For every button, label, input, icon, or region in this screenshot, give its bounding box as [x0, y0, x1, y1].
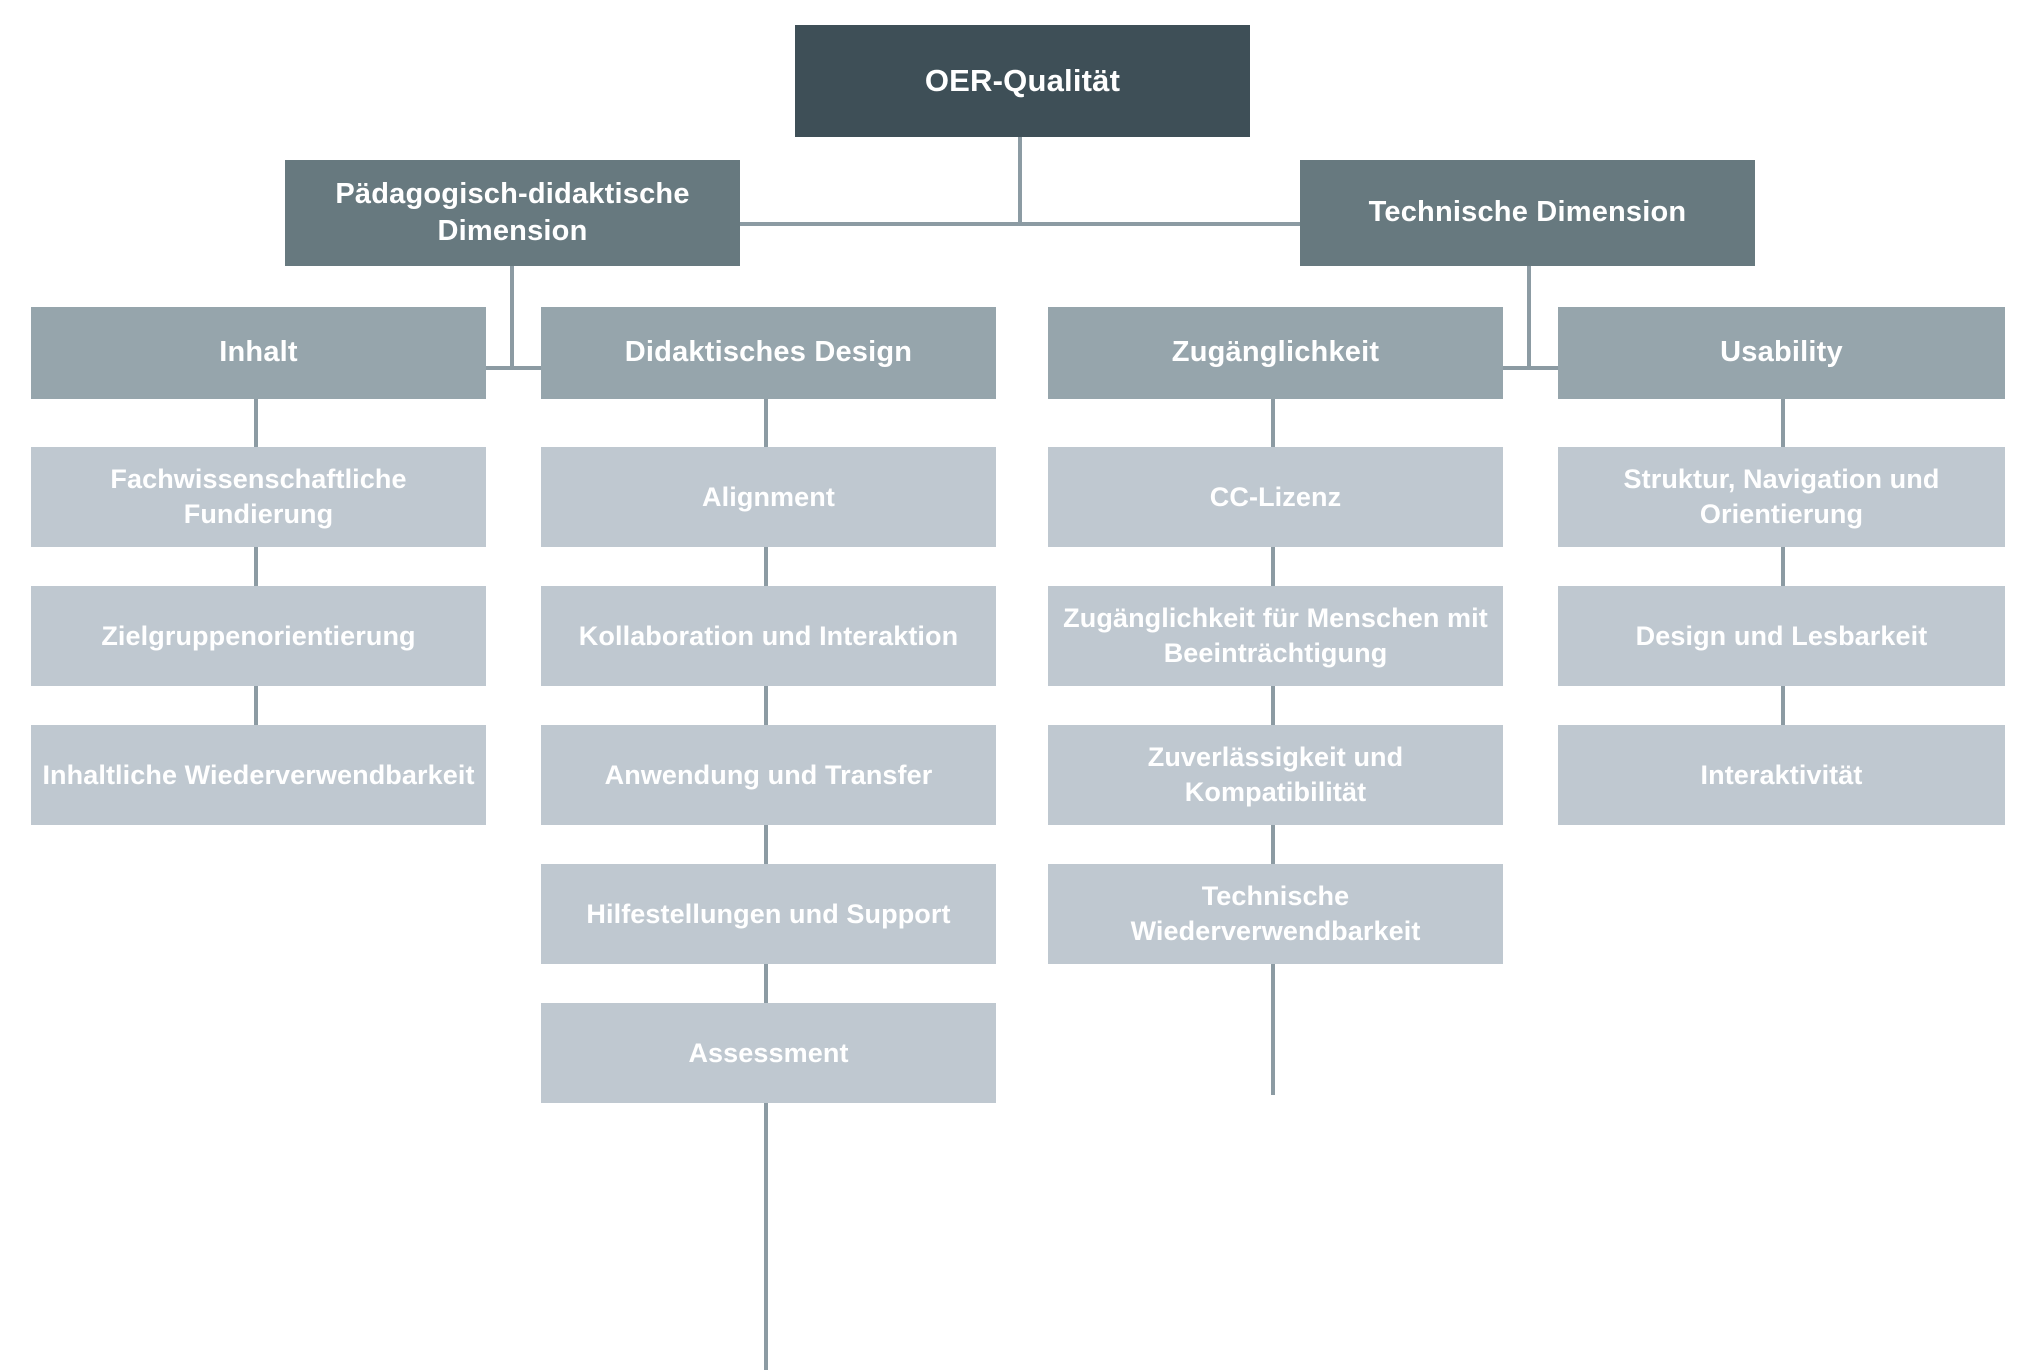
node-criterion-technische-wiederverwendbarkeit[interactable]: Technische Wiederverwendbarkeit: [1048, 864, 1503, 964]
node-criterion-alignment[interactable]: Alignment: [541, 447, 996, 547]
connector-dimension-1-drop: [510, 266, 514, 370]
node-criterion-interaktivitaet[interactable]: Interaktivität: [1558, 725, 2005, 825]
node-criterion-hilfestellungen-und-support[interactable]: Hilfestellungen und Support: [541, 864, 996, 964]
node-criterion-design-und-lesbarkeit[interactable]: Design und Lesbarkeit: [1558, 586, 2005, 686]
connector-dimension-spine: [736, 222, 1304, 226]
node-criterion-anwendung-und-transfer[interactable]: Anwendung und Transfer: [541, 725, 996, 825]
node-category-zugaenglichkeit[interactable]: Zugänglichkeit: [1048, 307, 1503, 399]
node-category-inhalt[interactable]: Inhalt: [31, 307, 486, 399]
connector-dimension-2-spine: [1272, 366, 1782, 370]
node-criterion-kollaboration-und-interaktion[interactable]: Kollaboration und Interaktion: [541, 586, 996, 686]
node-criterion-zielgruppenorientierung[interactable]: Zielgruppenorientierung: [31, 586, 486, 686]
node-criterion-assessment[interactable]: Assessment: [541, 1003, 996, 1103]
node-criterion-zugaenglichkeit-beeintraechtigung[interactable]: Zugänglichkeit für Menschen mit Beeinträ…: [1048, 586, 1503, 686]
node-criterion-inhaltliche-wiederverwendbarkeit[interactable]: Inhaltliche Wiederverwendbarkeit: [31, 725, 486, 825]
connector-dimension-2-drop: [1527, 266, 1531, 370]
node-category-usability[interactable]: Usability: [1558, 307, 2005, 399]
node-criterion-cc-lizenz[interactable]: CC-Lizenz: [1048, 447, 1503, 547]
node-dimension-paedagogisch-didaktisch[interactable]: Pädagogisch-didaktische Dimension: [285, 160, 740, 266]
node-criterion-struktur-navigation-orientierung[interactable]: Struktur, Navigation und Orientierung: [1558, 447, 2005, 547]
diagram-canvas: OER-Qualität Pädagogisch-didaktische Dim…: [31, 25, 2005, 1370]
node-root-oer-qualitaet[interactable]: OER-Qualität: [795, 25, 1250, 137]
node-criterion-zuverlaessigkeit-und-kompatibilitaet[interactable]: Zuverlässigkeit und Kompatibilität: [1048, 725, 1503, 825]
connector-dimension-1-spine: [255, 366, 765, 370]
node-dimension-technisch[interactable]: Technische Dimension: [1300, 160, 1755, 266]
node-criterion-fachwissenschaftliche-fundierung[interactable]: Fachwissenschaftliche Fundierung: [31, 447, 486, 547]
node-category-didaktisches-design[interactable]: Didaktisches Design: [541, 307, 996, 399]
connector-root-to-spine: [1018, 136, 1022, 224]
